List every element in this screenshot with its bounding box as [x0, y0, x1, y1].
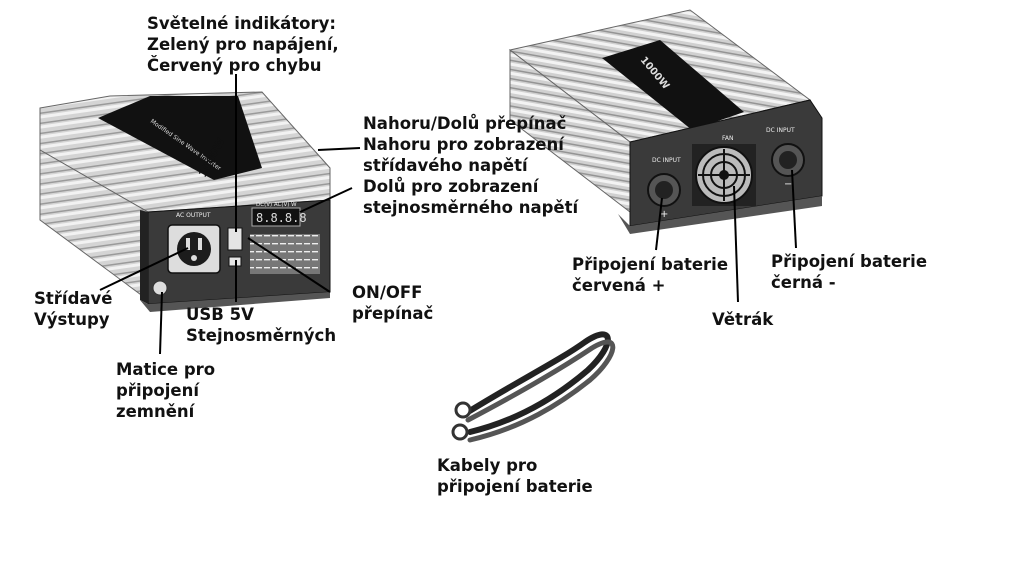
line-ac-outputs [99, 247, 189, 291]
label-line: Výstupy [34, 310, 110, 329]
label-line: Zelený pro napájení, [147, 35, 339, 54]
label-line: Světelné indikátory: [147, 14, 336, 33]
label-line: Kabely pro [437, 456, 538, 475]
fan-print: FAN [722, 135, 734, 142]
label-battery-black: Připojení baterie černá - [771, 251, 927, 293]
label-indicators: Světelné indikátory: Zelený pro napájení… [147, 13, 339, 76]
label-line: Nahoru/Dolů přepínač [363, 114, 567, 133]
label-line: Připojení baterie [771, 252, 928, 271]
label-line: připojení [116, 381, 199, 400]
label-ground-nut: Matice pro připojení zemnění [116, 359, 215, 422]
label-line: Nahoru pro zobrazení [363, 135, 564, 154]
label-line: zemnění [116, 402, 195, 421]
label-line: střídavého napětí [363, 156, 528, 175]
label-line: USB 5V [186, 305, 254, 324]
label-line: přepínač [352, 304, 434, 323]
line-switch-updown-b [299, 187, 353, 213]
line-switch-updown-a [317, 147, 361, 151]
label-cables: Kabely pro připojení baterie [437, 455, 593, 497]
line-ground [159, 291, 163, 355]
display-digits: 8.8.8.8 [256, 211, 307, 225]
label-line: stejnosměrného napětí [363, 198, 579, 217]
label-fan: Větrák [712, 309, 773, 330]
left-inverter: Modified Sine Wave Inverter 1000W AC OUT… [39, 91, 331, 312]
vent-grill [250, 234, 320, 274]
label-line: černá - [771, 273, 836, 292]
label-line: Stejnosměrných [186, 326, 337, 345]
line-battery-red [655, 197, 663, 251]
meter-modes-print: DC(V) AC(V) W [256, 202, 297, 208]
label-line: Matice pro [116, 360, 216, 379]
label-line: Připojení baterie [572, 255, 729, 274]
label-line: Červený pro chybu [147, 56, 322, 75]
label-battery-red: Připojení baterie červená + [572, 254, 728, 296]
label-onoff: ON/OFF přepínač [352, 282, 433, 324]
callout-lines [99, 74, 797, 355]
label-switch-updown: Nahoru/Dolů přepínač Nahoru pro zobrazen… [363, 113, 578, 218]
line-fan [733, 185, 739, 303]
label-line: Dolů pro zobrazení [363, 177, 539, 196]
plus-print: + [660, 209, 668, 220]
label-line: ON/OFF [352, 283, 423, 302]
minus-print: − [784, 179, 792, 190]
right-inverter: 1000W DC INPUT DC INPUT FAN + − [508, 9, 823, 234]
dc-input-print-right: DC INPUT [766, 127, 795, 134]
dc-input-print-left: DC INPUT [652, 157, 681, 164]
battery-cables [451, 331, 616, 443]
label-line: červená + [572, 276, 666, 295]
label-usb: USB 5V Stejnosměrných [186, 304, 336, 346]
ac-output-print: AC OUTPUT [176, 212, 211, 219]
line-onoff [247, 237, 331, 293]
label-line: Větrák [712, 310, 774, 329]
label-line: Střídavé [34, 289, 113, 308]
label-line: připojení baterie [437, 477, 593, 496]
line-battery-black [791, 169, 797, 249]
label-ac-outputs: Střídavé Výstupy [34, 288, 112, 330]
